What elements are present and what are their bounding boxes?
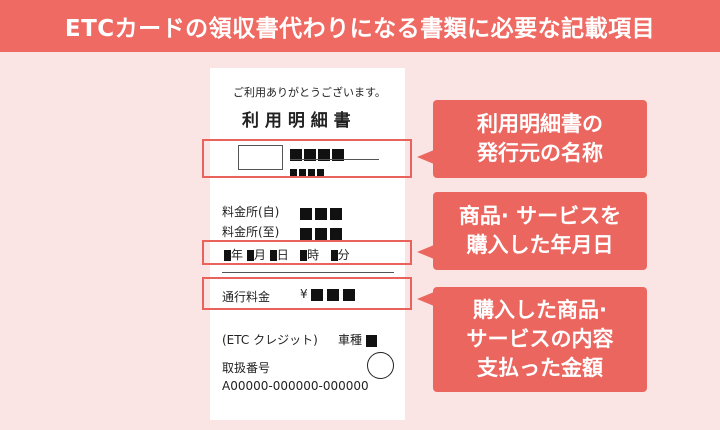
date-highlight	[202, 240, 412, 265]
callout-issuer: 利用明細書の 発行元の名称	[417, 100, 647, 178]
number-value: A00000-000000-000000	[222, 379, 369, 393]
issuer-name-placeholder	[290, 144, 344, 163]
vehicle-type: 車種	[338, 331, 377, 348]
from-value-placeholder	[300, 203, 342, 222]
receipt-greeting: ご利用ありがとうございます。	[233, 86, 386, 99]
receipt-title: 利 用 明 細 書	[242, 111, 351, 131]
issuer-sub-placeholder	[290, 162, 324, 181]
to-value-placeholder	[300, 223, 342, 242]
page-title: ETCカードの領収書代わりになる書類に必要な記載項目	[0, 0, 720, 52]
fee-highlight	[202, 277, 412, 310]
callout-content-amount: 購入した商品· サービスの内容 支払った金額	[417, 287, 647, 392]
fee-label: 通行料金	[222, 290, 271, 304]
callout-date: 商品· サービスを 購入した年月日	[417, 192, 647, 270]
issuer-logo-box	[238, 145, 283, 170]
credit-label: (ETC クレジット)	[222, 333, 318, 347]
issuer-underline	[290, 159, 379, 160]
issuer-highlight	[202, 139, 412, 178]
number-label: 取扱番号	[222, 361, 271, 375]
stamp-circle	[367, 352, 394, 379]
from-label: 料金所(自)	[222, 205, 280, 219]
to-label: 料金所(至)	[222, 225, 280, 239]
fee-value: ¥	[300, 287, 356, 301]
date-time: 年 月 日 時 分	[224, 246, 350, 263]
divider	[222, 272, 394, 273]
